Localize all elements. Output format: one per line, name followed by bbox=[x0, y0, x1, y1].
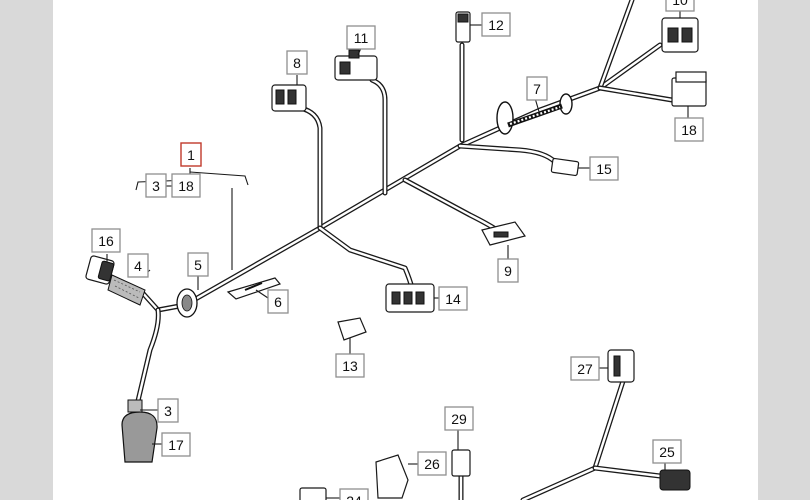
relay-part-18 bbox=[671, 71, 707, 107]
callout-1: 1 bbox=[180, 142, 202, 167]
svg-text:14: 14 bbox=[445, 291, 461, 307]
svg-text:7: 7 bbox=[533, 81, 541, 97]
svg-text:29: 29 bbox=[451, 411, 467, 427]
svg-text:3: 3 bbox=[152, 178, 160, 194]
svg-text:11: 11 bbox=[354, 30, 369, 46]
connector-part-15 bbox=[550, 157, 580, 177]
svg-text:8: 8 bbox=[293, 55, 301, 71]
callout-7: 7 bbox=[526, 76, 548, 101]
connector-part-13 bbox=[337, 317, 367, 341]
callout-11: 11 bbox=[346, 25, 376, 50]
callout-12: 12 bbox=[481, 12, 511, 37]
connector-part-14 bbox=[385, 283, 435, 313]
callout-3-bottom: 3 bbox=[157, 398, 179, 423]
svg-text:13: 13 bbox=[342, 358, 358, 374]
callout-25: 25 bbox=[652, 439, 682, 464]
boot-part-4 bbox=[107, 274, 146, 306]
svg-text:12: 12 bbox=[488, 17, 504, 33]
callout-29: 29 bbox=[444, 406, 474, 431]
svg-text:27: 27 bbox=[577, 361, 593, 377]
callout-18-top: 18 bbox=[171, 173, 201, 198]
callout-3-top: 3 bbox=[145, 173, 167, 198]
svg-text:26: 26 bbox=[424, 456, 440, 472]
connector-part-29 bbox=[451, 449, 471, 477]
callout-15: 15 bbox=[589, 156, 619, 181]
sensor-part-17 bbox=[121, 399, 158, 463]
connector-part-27 bbox=[607, 349, 635, 383]
connector-part-16 bbox=[85, 255, 115, 285]
wiring-harness-diagram: 1 3 18 16 4 5 6 7 8 11 12 10 bbox=[85, 0, 707, 500]
svg-text:18: 18 bbox=[178, 178, 194, 194]
svg-text:18: 18 bbox=[681, 122, 697, 138]
callout-27: 27 bbox=[570, 356, 600, 381]
callout-18-right: 18 bbox=[674, 117, 704, 142]
connector-part-26 bbox=[375, 454, 409, 499]
grommet-part-7 bbox=[496, 93, 573, 135]
connector-part-10 bbox=[661, 17, 699, 53]
callout-17: 17 bbox=[161, 432, 191, 457]
connector-part-9 bbox=[481, 221, 526, 246]
connector-part-24 bbox=[299, 487, 327, 500]
callout-14: 14 bbox=[438, 286, 468, 311]
callout-4: 4 bbox=[127, 253, 149, 278]
svg-text:24: 24 bbox=[346, 493, 362, 500]
callout-16: 16 bbox=[91, 228, 121, 253]
svg-text:4: 4 bbox=[134, 258, 142, 274]
connector-part-25 bbox=[659, 469, 691, 491]
connector-part-8 bbox=[271, 84, 307, 112]
callout-26: 26 bbox=[417, 451, 447, 476]
svg-text:6: 6 bbox=[274, 294, 282, 310]
svg-text:17: 17 bbox=[168, 437, 184, 453]
svg-text:15: 15 bbox=[596, 161, 612, 177]
diagram-sheet: 1 3 18 16 4 5 6 7 8 11 12 10 bbox=[53, 0, 758, 500]
callout-13: 13 bbox=[335, 353, 365, 378]
callout-6: 6 bbox=[267, 289, 289, 314]
callout-5: 5 bbox=[187, 252, 209, 277]
svg-text:5: 5 bbox=[194, 257, 202, 273]
svg-text:10: 10 bbox=[672, 0, 688, 8]
svg-text:25: 25 bbox=[659, 444, 675, 460]
clip-part-6 bbox=[226, 277, 282, 300]
harness-wires bbox=[134, 0, 675, 500]
svg-text:9: 9 bbox=[504, 263, 512, 279]
svg-text:16: 16 bbox=[98, 233, 114, 249]
callout-10: 10 bbox=[665, 0, 695, 12]
connector-part-11 bbox=[334, 49, 378, 81]
grommet-part-5 bbox=[176, 288, 198, 318]
callout-24: 24 bbox=[339, 488, 369, 500]
connector-part-12 bbox=[455, 11, 471, 43]
svg-text:3: 3 bbox=[164, 403, 172, 419]
svg-text:1: 1 bbox=[187, 147, 195, 163]
callout-9: 9 bbox=[497, 258, 519, 283]
callout-8: 8 bbox=[286, 50, 308, 75]
